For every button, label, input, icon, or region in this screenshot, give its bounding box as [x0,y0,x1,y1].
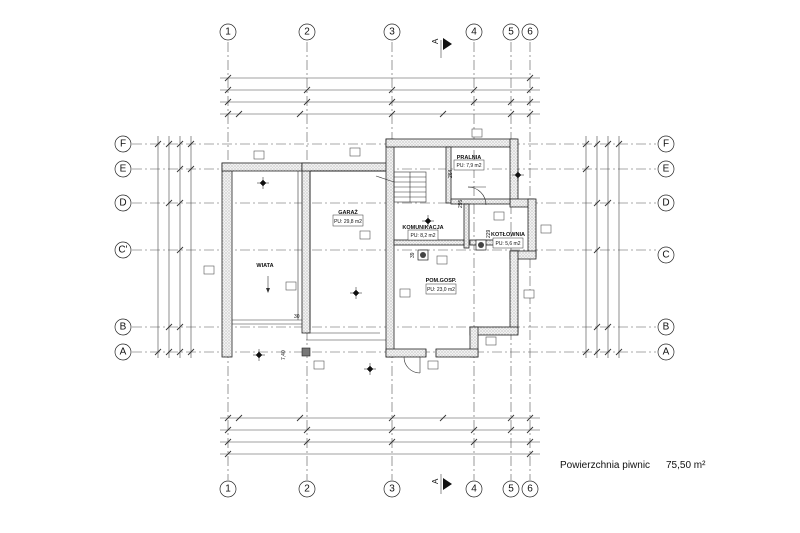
axis-label-bottom-4: 4 [471,484,477,495]
dimension-labels: 264 295 229 39 7,40 30 [281,169,492,360]
axis-label-bottom-6: 6 [527,484,533,495]
section-marker-top-label: A [431,38,440,44]
vertical-grid-lines [227,42,531,480]
dim-264: 264 [448,169,454,178]
room-name-komunikacja: KOMUNIKACJA [402,225,443,231]
room-area-kotlownia: PU: 5,6 m2 [495,241,520,247]
room-name-garage: GARAŻ [338,209,358,216]
axis-label-right-E: E [663,164,670,175]
axis-label-right-A: A [663,347,670,358]
section-marker-bottom-label: A [431,478,440,484]
section-marker-bottom: A [431,474,452,494]
axis-label-right-C: C [662,250,669,261]
room-area-pom-gosp: PU: 23,0 m2 [427,287,455,293]
bottom-axis-markers: 1 2 3 4 5 6 [219,480,539,498]
dim-295: 295 [458,199,464,208]
left-axis-markers: F E D C' B A [114,135,132,361]
axis-label-right-F: F [663,139,669,150]
room-name-pom-gosp: POM.GOSP. [426,278,457,284]
staircase [375,171,427,203]
axis-label-top-3: 3 [389,27,395,38]
dim-30: 30 [294,314,300,320]
boiler-equipment [417,239,487,261]
room-area-komunikacja: PU: 8,2 m2 [410,233,435,239]
axis-label-bottom-2: 2 [304,484,310,495]
right-dimension-lines [582,136,623,358]
axis-label-top-4: 4 [471,27,477,38]
room-area-pralnia: PU: 7,9 m2 [456,163,481,169]
basement-area-label: Powierzchnia piwnic [560,460,651,471]
axis-label-right-D: D [662,198,669,209]
carport-wiata [221,162,303,358]
left-dimension-lines [154,136,195,358]
dim-7-40: 7,40 [281,350,287,360]
axis-label-left-B: B [120,322,127,333]
axis-label-bottom-1: 1 [225,484,231,495]
axis-label-top-5: 5 [508,27,514,38]
basement-area-value: 75,50 m² [666,460,706,471]
annotation-boxes [203,128,552,370]
main-building-walls [385,138,537,358]
top-dimension-lines [220,74,540,118]
axis-label-bottom-5: 5 [508,484,514,495]
axis-label-left-A: A [120,347,127,358]
room-name-kotlownia: KOTŁOWNIA [491,232,525,238]
room-name-wiata: WIATA [256,263,273,269]
axis-label-left-C-prime: C' [118,245,127,256]
doors [403,186,487,374]
room-area-garage: PU: 29,8 m2 [334,219,362,225]
level-markers [253,169,524,375]
axis-label-top-2: 2 [304,27,310,38]
axis-label-top-6: 6 [527,27,533,38]
dim-39: 39 [410,252,416,258]
room-name-pralnia: PRALNIA [457,155,481,161]
axis-label-right-B: B [663,322,670,333]
axis-label-bottom-3: 3 [389,484,395,495]
room-labels: GARAŻ PU: 29,8 m2 KOMUNIKACJA PU: 8,2 m2… [256,155,525,295]
dim-229: 229 [486,229,492,238]
axis-label-top-1: 1 [225,27,231,38]
axis-label-left-F: F [120,139,126,150]
axis-label-left-E: E [120,164,127,175]
top-axis-markers: 1 2 3 4 5 6 [219,23,539,41]
bottom-dimension-lines [220,414,540,458]
right-axis-markers: F E D C B A [657,135,675,361]
section-marker-top: A [431,38,452,58]
axis-label-left-D: D [119,198,126,209]
